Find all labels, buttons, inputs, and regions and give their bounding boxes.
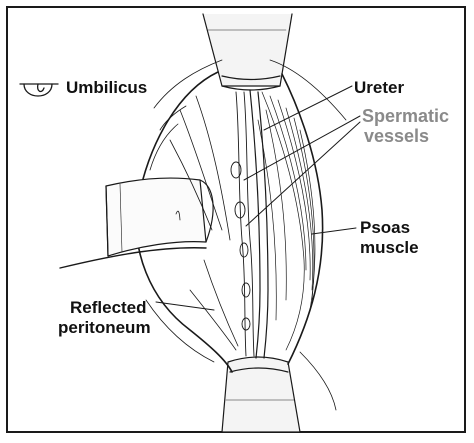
lower-retractor [221, 356, 301, 433]
spermatic-vessels-label-line2: vessels [364, 126, 430, 146]
upper-retractor [202, 13, 293, 91]
umbilicus-symbol-icon [19, 83, 59, 97]
ureter-label: Ureter [354, 78, 405, 97]
spermatic-vessels [230, 91, 255, 357]
reflected-peritoneum-label-line1: Reflected [70, 298, 147, 317]
leader-lines [155, 85, 361, 311]
psoas-muscle-label-line1: Psoas [360, 218, 411, 237]
psoas-muscle [257, 91, 316, 351]
side-retractor [59, 177, 214, 269]
umbilicus-label: Umbilicus [66, 78, 148, 97]
psoas-muscle-label-line2: muscle [360, 238, 419, 257]
ureter [249, 89, 269, 359]
peritoneum-folds [149, 95, 239, 351]
spermatic-vessels-label-line1: Spermatic [362, 106, 450, 126]
reflected-peritoneum-label-line2: peritoneum [58, 318, 151, 337]
